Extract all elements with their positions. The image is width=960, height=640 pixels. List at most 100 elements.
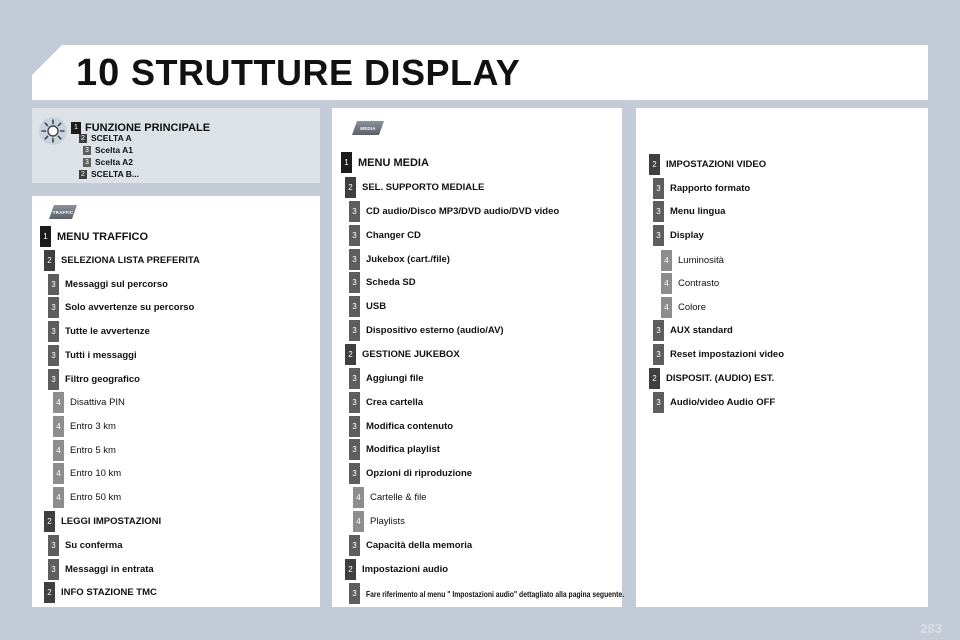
menu-label: Colore (678, 302, 706, 313)
menu-row: 3 CD audio/Disco MP3/DVD audio/DVD video (349, 201, 559, 222)
menu-label: Capacità della memoria (366, 540, 473, 551)
menu-label: Tutte le avvertenze (65, 326, 150, 337)
level-badge: 3 (653, 320, 664, 341)
menu-row: 2 DISPOSIT. (AUDIO) EST. (649, 368, 774, 389)
menu-label: Jukebox (cart./file) (366, 254, 450, 265)
menu-label: Scheda SD (366, 277, 416, 288)
legend-item: 3 Scelta A1 (83, 145, 133, 155)
menu-label: Entro 3 km (70, 421, 116, 432)
menu-row: 1 MENU TRAFFICO (40, 226, 148, 247)
menu-label: Playlists (370, 516, 405, 527)
level-badge: 3 (83, 157, 91, 167)
menu-label: Audio/video Audio OFF (670, 397, 776, 408)
level-badge: 3 (653, 201, 664, 222)
menu-row: 2 SELEZIONA LISTA PREFERITA (44, 250, 200, 271)
menu-label: Entro 50 km (70, 492, 122, 503)
media-button-icon: MEDIA (352, 121, 384, 135)
menu-row: 3 Su conferma (48, 535, 123, 556)
level-badge: 3 (349, 272, 360, 293)
menu-label: Impostazioni audio (362, 564, 449, 575)
menu-row: 4 Entro 5 km (53, 440, 116, 461)
menu-row: 3 Crea cartella (349, 392, 423, 413)
menu-label: Disattiva PIN (70, 397, 125, 408)
legend-label: Scelta A1 (95, 145, 133, 155)
level-badge: 3 (48, 297, 59, 318)
legend-label: Scelta A2 (95, 157, 133, 167)
level-badge: 3 (48, 274, 59, 295)
menu-row: 2 INFO STAZIONE TMC (44, 582, 157, 603)
menu-row: 3 Audio/video Audio OFF (653, 392, 775, 413)
level-badge: 4 (53, 440, 64, 461)
menu-row: 1 MENU MEDIA (341, 152, 429, 173)
level-badge: 3 (48, 345, 59, 366)
level-badge: 4 (661, 273, 672, 294)
menu-label: AUX standard (670, 325, 733, 336)
menu-row: 3 Messaggi in entrata (48, 559, 154, 580)
level-badge: 3 (349, 392, 360, 413)
traffic-button-icon: TRAFFIC (49, 205, 77, 219)
menu-row: 3 AUX standard (653, 320, 733, 341)
menu-label: SELEZIONA LISTA PREFERITA (61, 255, 200, 266)
menu-label: Su conferma (65, 540, 123, 551)
level-badge: 3 (349, 201, 360, 222)
menu-label: Entro 10 km (70, 468, 122, 479)
level-badge: 3 (83, 145, 91, 155)
level-badge: 2 (345, 559, 356, 580)
menu-label: CD audio/Disco MP3/DVD audio/DVD video (366, 206, 560, 217)
menu-label: Cartelle & file (370, 492, 427, 503)
menu-label: Solo avvertenze su percorso (65, 302, 195, 313)
menu-label: Dispositivo esterno (audio/AV) (366, 325, 504, 336)
menu-label: Tutti i messaggi (65, 350, 137, 361)
level-badge: 3 (349, 463, 360, 484)
level-badge: 3 (653, 225, 664, 246)
page-number: 283 (920, 621, 942, 636)
menu-label: Messaggi sul percorso (65, 279, 168, 290)
menu-row: 3 Modifica playlist (349, 439, 440, 460)
title-band (32, 45, 928, 100)
menu-label: Opzioni di riproduzione (366, 468, 473, 479)
level-badge: 4 (53, 416, 64, 437)
legend-label: FUNZIONE PRINCIPALE (85, 121, 211, 134)
level-badge: 1 (341, 152, 352, 173)
level-badge: 2 (345, 344, 356, 365)
legend-label: SCELTA B... (91, 169, 140, 179)
level-badge: 2 (649, 368, 660, 389)
menu-row: 3 Filtro geografico (48, 369, 140, 390)
level-badge: 3 (349, 583, 360, 604)
menu-row: 3 Capacità della memoria (349, 535, 472, 556)
menu-row: 3 Dispositivo esterno (audio/AV) (349, 320, 504, 341)
menu-label: LEGGI IMPOSTAZIONI (61, 516, 162, 527)
menu-label: DISPOSIT. (AUDIO) EST. (666, 373, 775, 384)
menu-label: MENU TRAFFICO (57, 230, 149, 243)
sun-icon (39, 117, 67, 145)
menu-label: Reset impostazioni video (670, 349, 785, 360)
level-badge: 4 (53, 487, 64, 508)
menu-row: 3 Solo avvertenze su percorso (48, 297, 194, 318)
level-badge: 3 (349, 416, 360, 437)
menu-row: 3 Fare riferimento al menu " Impostazion… (349, 583, 689, 604)
menu-row: 4 Luminosità (661, 250, 724, 271)
media-panel (332, 108, 622, 607)
traffic-panel (32, 196, 320, 607)
menu-row: 2 IMPOSTAZIONI VIDEO (649, 154, 766, 175)
level-badge: 3 (653, 178, 664, 199)
level-badge: 4 (353, 487, 364, 508)
level-badge: 3 (48, 559, 59, 580)
menu-row: 3 Display (653, 225, 704, 246)
menu-row: 3 Rapporto formato (653, 178, 750, 199)
level-badge: 3 (349, 225, 360, 246)
menu-label: Aggiungi file (366, 373, 424, 384)
level-badge: 3 (48, 321, 59, 342)
level-badge: 2 (44, 250, 55, 271)
level-badge: 4 (661, 250, 672, 271)
level-badge: 2 (79, 133, 87, 143)
level-badge: 2 (649, 154, 660, 175)
menu-label: MENU MEDIA (358, 156, 429, 169)
menu-row: 4 Disattiva PIN (53, 392, 125, 413)
legend-item: 1 FUNZIONE PRINCIPALE (71, 121, 210, 134)
menu-label: Modifica playlist (366, 444, 440, 455)
menu-row: 4 Playlists (353, 511, 405, 532)
level-badge: 3 (349, 535, 360, 556)
level-badge: 3 (349, 439, 360, 460)
menu-row: 3 Aggiungi file (349, 368, 424, 389)
